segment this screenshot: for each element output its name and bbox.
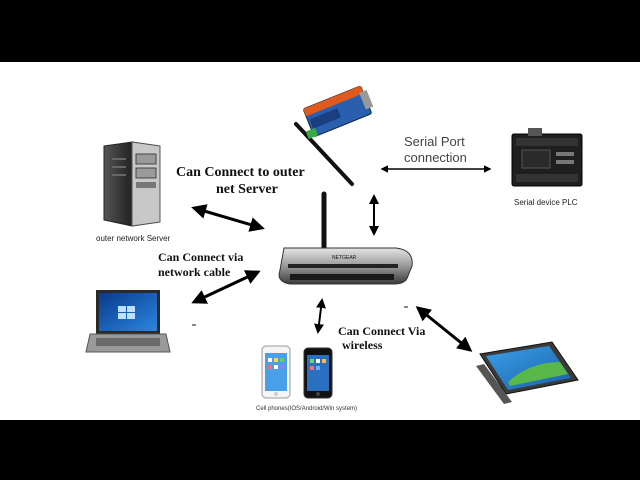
plc-device-icon — [511, 128, 583, 187]
arrow-server-router — [191, 204, 265, 232]
wireless-line2: wireless — [342, 338, 383, 352]
serial-port-line2: connection — [404, 150, 467, 165]
network-cable-line1: Can Connect via — [158, 250, 244, 264]
router-brand-text: NETGEAR — [332, 255, 357, 261]
serial-port-line1: Serial Port — [404, 134, 465, 149]
tablet-icon — [476, 341, 579, 404]
wireless-label: Can Connect Via wireless — [338, 324, 425, 352]
wireless-line1: Can Connect Via — [338, 324, 426, 338]
smartphone-white-icon — [261, 345, 291, 399]
outer-server-connect-line2: net Server — [216, 182, 278, 197]
network-cable-line2: network cable — [158, 265, 231, 279]
serial-converter-icon — [294, 85, 374, 186]
smartphone-black-icon — [303, 347, 333, 399]
stray-mark — [192, 324, 196, 326]
laptop-icon — [85, 290, 171, 353]
wifi-router-icon: NETGEAR — [278, 191, 413, 285]
cell-phones-caption: Cell phones(IOS/Android/Win system) — [256, 406, 358, 412]
outer-server-connect-label: Can Connect to outer net Server — [176, 164, 305, 198]
outer-network-server-caption: outer network Server — [96, 234, 171, 243]
diagram-canvas: NETGEAR — [0, 62, 640, 420]
serial-device-plc-caption: Serial device PLC — [514, 198, 578, 207]
network-cable-label: Can Connect via network cable — [158, 250, 243, 280]
serial-port-label: Serial Port connection — [404, 134, 467, 166]
stray-mark — [404, 306, 408, 308]
arrow-laptop-router — [191, 270, 261, 304]
arrow-tablet-router — [415, 306, 473, 352]
diagram-artwork: NETGEAR — [85, 85, 583, 404]
arrow-phones-router — [314, 298, 326, 334]
outer-server-connect-line1: Can Connect to outer — [176, 165, 305, 180]
tower-server-icon — [103, 141, 161, 227]
